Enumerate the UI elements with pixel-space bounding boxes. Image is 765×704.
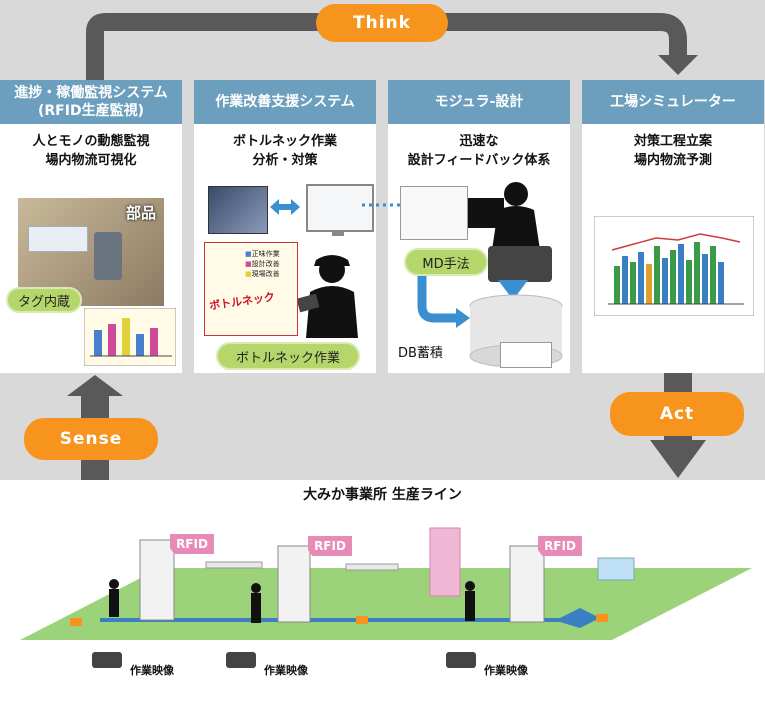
panel-3-description: 迅速な 設計フィードバック体系 [407, 134, 551, 168]
panel-1-description: 人とモノの動態監視 場内物流可視化 [32, 134, 150, 168]
act-arrowhead [650, 440, 706, 478]
pc-monitor-icon [306, 184, 374, 232]
simulation-bars [614, 242, 724, 304]
work-video-thumbnail [208, 186, 268, 234]
rfid-tag-1: RFID [170, 534, 214, 554]
floor-area [20, 568, 752, 640]
wireless-antennas [70, 614, 608, 626]
station-1 [139, 539, 175, 621]
panel-modular-design: モジュラ-設計 迅速な 設計フィードバック体系 MD手法 DB蓄積 [362, 80, 570, 373]
panel-2-header: 作業改善支援システム [194, 80, 376, 124]
rfid-card [28, 226, 88, 252]
worker-tablet-icon [298, 255, 358, 338]
md-method-label: MD手法 [404, 248, 488, 276]
camera-label-2: 作業映像 [264, 664, 308, 677]
panel-2-description: ボトルネック作業 分析・対策 [232, 134, 337, 168]
work-table-1 [205, 561, 263, 569]
panel-3-header: モジュラ-設計 [388, 80, 570, 124]
design-document [400, 186, 468, 240]
panel-1-header: 進捗・稼働監視システム (RFID生産監視) [0, 80, 182, 124]
pc-stand [332, 230, 344, 236]
work-table-2 [345, 563, 399, 571]
factory-floor [20, 527, 752, 668]
mini-bar-chart [84, 308, 176, 366]
cameras [92, 652, 476, 668]
bottleneck-chart: ボトルネック ■正味作業 ■設計改善 ■現場改善 [204, 242, 298, 336]
bottleneck-work-label: ボトルネック作業 [216, 342, 360, 370]
simulation-chart [594, 216, 754, 316]
station-3 [509, 545, 545, 623]
panel-3-title: モジュラ-設計 [434, 94, 524, 110]
down-arrow-icon [498, 280, 528, 300]
pink-partition [429, 527, 461, 597]
panel-progress-monitoring: 進捗・稼働監視システム(RFID生産監視) 人とモノの動態監視 場内物流可視化 … [0, 80, 182, 373]
panel-2-title: 作業改善支援システム [215, 94, 355, 110]
sense-label: Sense [24, 418, 158, 460]
chart-legend: ■正味作業 ■設計改善 ■現場改善 [245, 250, 280, 278]
panel-work-improvement: 作業改善支援システム ボトルネック作業 分析・対策 ボトルネック ■正味作業 ■… [194, 80, 376, 373]
bottleneck-chart-label: ボトルネック [208, 290, 276, 313]
rfid-reader-unit [597, 557, 635, 581]
bidirectional-arrow-icon [270, 199, 300, 215]
panel-factory-simulator: 工場シミュレーター 対策工程立案 場内物流予測 [582, 80, 764, 373]
stored-document [500, 342, 552, 368]
panel-4-description: 対策工程立案 場内物流予測 [633, 134, 712, 168]
act-label: Act [610, 392, 744, 436]
production-line-title: 大みか事業所 生産ライン [303, 487, 462, 503]
designer-pc-icon [468, 182, 540, 250]
panel-4-header: 工場シミュレーター [582, 80, 764, 124]
sense-arrowhead [67, 375, 123, 396]
workers [109, 579, 475, 623]
panel-1-title-sub: (RFID生産監視) [38, 103, 144, 119]
rfid-tag-2: RFID [308, 536, 352, 556]
camera-label-1: 作業映像 [130, 664, 174, 677]
panel-1-title: 進捗・稼働監視システム [14, 85, 168, 101]
conveyor-line [100, 608, 600, 628]
panel-4-title: 工場シミュレーター [610, 94, 736, 110]
rfid-tag-3: RFID [538, 536, 582, 556]
db-accumulation-label: DB蓄積 [398, 346, 443, 361]
camera-label-3: 作業映像 [484, 664, 528, 677]
station-2 [277, 545, 311, 623]
network-model-icon [488, 246, 552, 282]
think-label: Think [316, 4, 448, 42]
dotted-connector [362, 203, 402, 207]
handheld-reader [94, 232, 122, 280]
tag-embedded-label: タグ内蔵 [6, 287, 82, 313]
think-arrowhead [658, 55, 698, 75]
curved-arrow-icon [417, 276, 470, 328]
parts-label: 部品 [125, 204, 156, 222]
